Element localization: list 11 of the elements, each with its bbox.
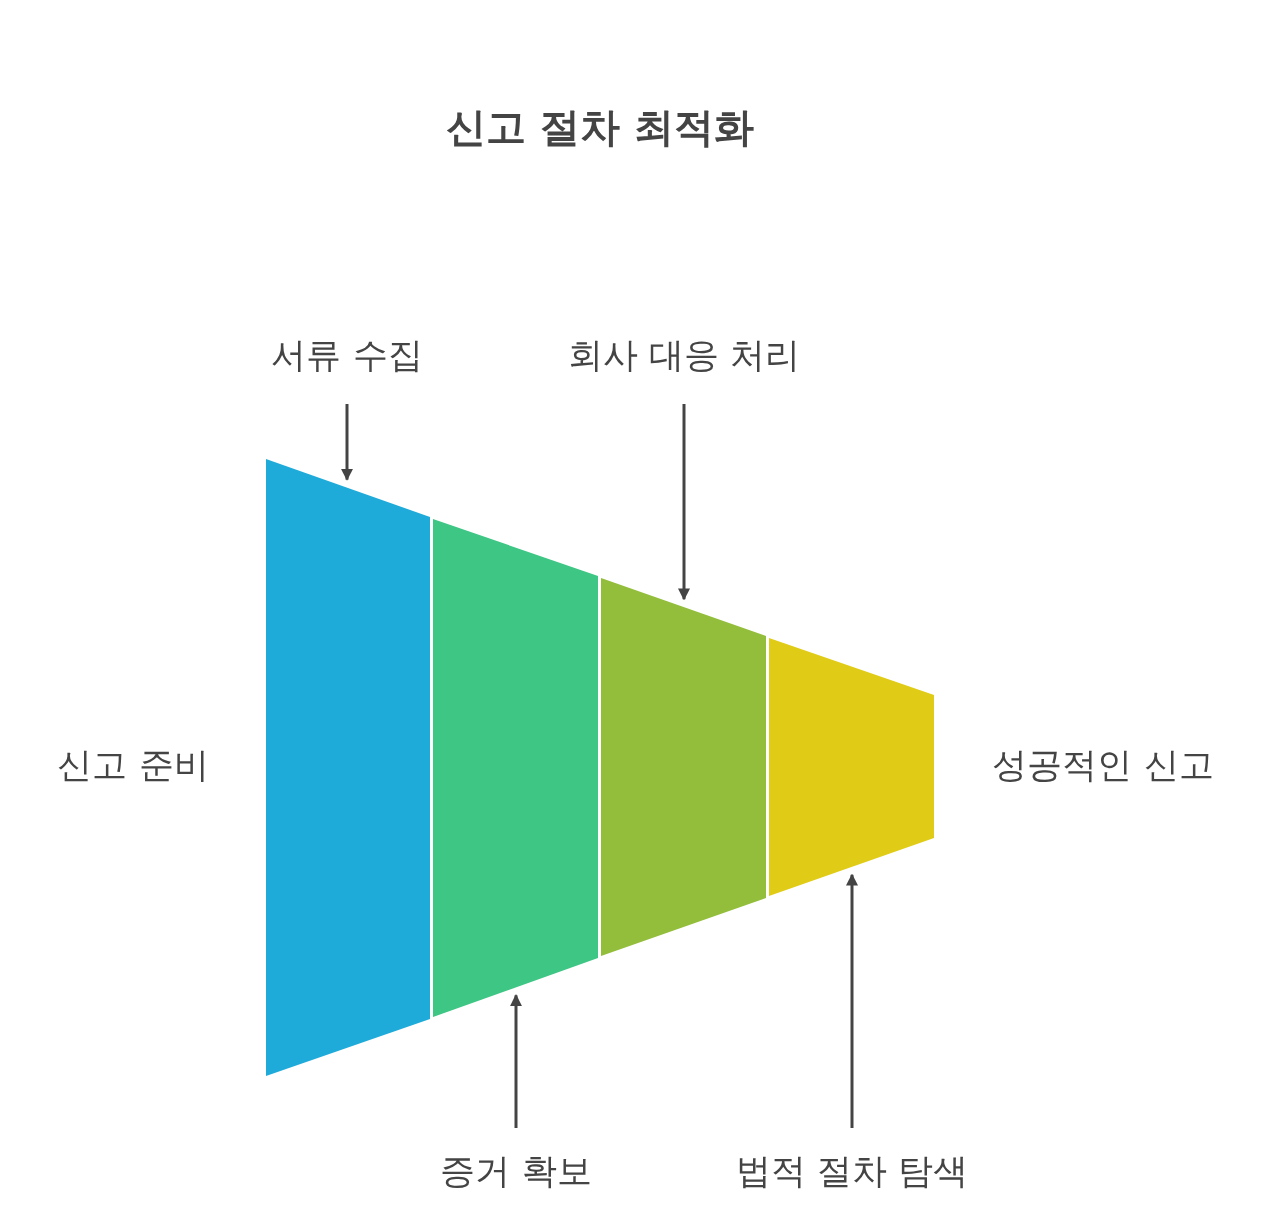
arrow <box>846 873 858 1128</box>
stage-label: 성공적인 신고 <box>991 744 1215 786</box>
arrow <box>510 994 522 1128</box>
step-label: 법적 절차 탐색 <box>692 1150 1012 1192</box>
step-label: 회사 대응 처리 <box>524 334 844 376</box>
stage-label: 신고 준비 <box>56 744 210 786</box>
arrow <box>678 404 690 601</box>
step-label: 서류 수집 <box>187 334 507 376</box>
arrow <box>341 404 353 481</box>
step-label: 증거 확보 <box>356 1150 676 1192</box>
diagram-title: 신고 절차 최적화 <box>445 103 755 152</box>
